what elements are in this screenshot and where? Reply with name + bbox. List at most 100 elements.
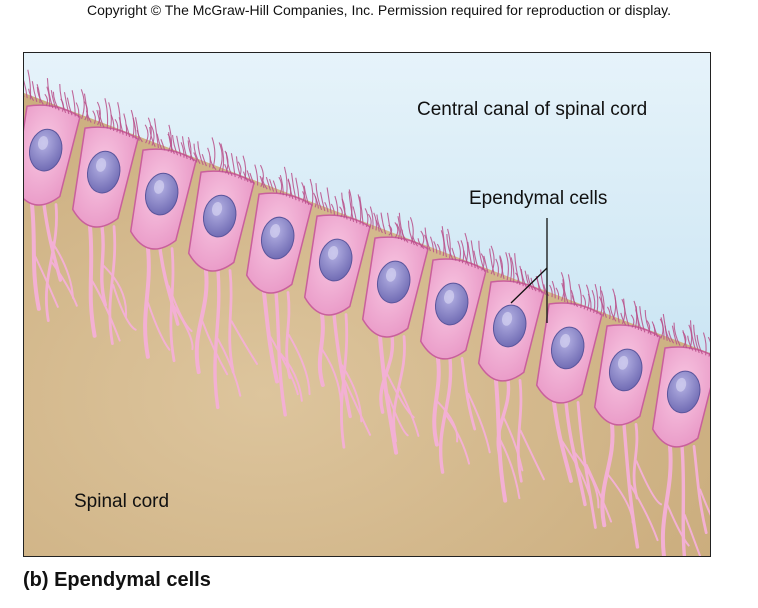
cilium bbox=[246, 170, 252, 184]
cilium bbox=[380, 212, 387, 235]
cell-process-branch bbox=[699, 488, 710, 516]
cilium bbox=[339, 206, 343, 218]
cilium bbox=[614, 295, 620, 323]
ependymal-cell bbox=[187, 170, 255, 272]
cilium bbox=[132, 117, 137, 140]
cilium bbox=[181, 136, 188, 160]
cell-process-branch bbox=[503, 417, 524, 472]
cell-process bbox=[100, 224, 108, 307]
cilium bbox=[470, 240, 476, 269]
nucleus-highlight bbox=[95, 158, 107, 172]
cilium bbox=[301, 182, 305, 203]
cell-process bbox=[432, 356, 441, 447]
cilium bbox=[324, 201, 329, 213]
cilium bbox=[424, 234, 428, 250]
cilium bbox=[352, 206, 358, 224]
cilium bbox=[98, 110, 105, 128]
cell-process bbox=[516, 379, 523, 483]
cilium bbox=[104, 98, 109, 129]
cilium bbox=[235, 156, 243, 180]
cilium bbox=[201, 154, 207, 167]
cell-processes bbox=[30, 202, 710, 556]
cilium bbox=[433, 241, 438, 254]
cell-process bbox=[564, 400, 587, 507]
cilium bbox=[348, 191, 355, 223]
cilium bbox=[696, 334, 703, 355]
cilium bbox=[279, 174, 284, 196]
cilium bbox=[59, 84, 67, 113]
cilium bbox=[209, 156, 217, 171]
cell-process bbox=[496, 378, 511, 458]
cilium bbox=[578, 283, 582, 309]
cilium bbox=[409, 217, 414, 244]
label-ependymal-cells: Ependymal cells bbox=[469, 188, 608, 209]
ependymal-cell bbox=[303, 214, 371, 316]
cilium bbox=[46, 78, 54, 109]
cilium bbox=[156, 133, 163, 150]
cilium bbox=[96, 109, 102, 127]
cell-process-branch bbox=[279, 352, 303, 402]
cilium bbox=[92, 110, 96, 124]
cilium bbox=[682, 330, 687, 349]
cilium bbox=[50, 90, 57, 110]
cell-process bbox=[88, 224, 97, 338]
cilium bbox=[630, 314, 635, 328]
cilium bbox=[315, 183, 323, 210]
ependymal-cell-layer bbox=[24, 104, 710, 448]
nucleus-highlight bbox=[385, 267, 397, 282]
cell-nucleus bbox=[144, 172, 179, 216]
cilium bbox=[540, 269, 547, 295]
cilium bbox=[600, 290, 605, 317]
cell-process bbox=[332, 312, 352, 419]
cell-nucleus bbox=[318, 238, 353, 282]
cell-process bbox=[622, 422, 640, 549]
cell-process bbox=[660, 444, 673, 556]
cilium bbox=[441, 226, 447, 258]
cell-process-branch bbox=[343, 379, 372, 436]
cell-process bbox=[317, 312, 325, 387]
cell-process bbox=[274, 290, 287, 417]
cilia-layer bbox=[24, 69, 710, 357]
ependymal-cell bbox=[419, 258, 487, 360]
cilium bbox=[375, 219, 380, 232]
cell-process-branch bbox=[467, 392, 491, 454]
cilium bbox=[397, 216, 403, 241]
nucleus-highlight bbox=[269, 223, 281, 238]
cilium bbox=[424, 227, 431, 252]
cilium bbox=[412, 235, 419, 247]
ependymal-cell bbox=[593, 324, 661, 426]
cell-process-branch bbox=[172, 303, 194, 351]
cilium bbox=[396, 223, 400, 240]
cell-nucleus bbox=[28, 128, 63, 172]
cilium bbox=[28, 88, 35, 101]
cilium bbox=[357, 194, 362, 225]
cell-process bbox=[378, 334, 399, 455]
cilium bbox=[330, 203, 335, 215]
cilium bbox=[160, 139, 166, 151]
cell-process-branch bbox=[387, 393, 409, 437]
cilium bbox=[499, 256, 505, 280]
cilium bbox=[652, 324, 659, 338]
cilium bbox=[668, 330, 675, 344]
cilium bbox=[31, 81, 38, 103]
ependymal-cell bbox=[245, 192, 313, 294]
cilium bbox=[150, 125, 155, 146]
cilium bbox=[149, 126, 156, 147]
cilium bbox=[702, 332, 707, 356]
cilium bbox=[136, 129, 143, 143]
cilium bbox=[707, 336, 710, 357]
ependymal-illustration: Central canal of spinal cord Ependymal c… bbox=[23, 52, 711, 557]
cilium bbox=[688, 324, 693, 350]
cilium bbox=[27, 69, 32, 100]
cilium bbox=[147, 117, 152, 145]
cilium bbox=[187, 140, 195, 162]
cilium bbox=[197, 141, 204, 166]
cilium bbox=[309, 178, 314, 207]
cilium bbox=[687, 335, 694, 351]
cilium bbox=[193, 143, 201, 164]
cell-nucleus bbox=[434, 282, 469, 326]
cilium bbox=[401, 229, 409, 243]
cell-nucleus bbox=[86, 150, 121, 194]
leader-line-diagonal bbox=[510, 267, 548, 304]
cell-process-branch bbox=[230, 320, 259, 365]
